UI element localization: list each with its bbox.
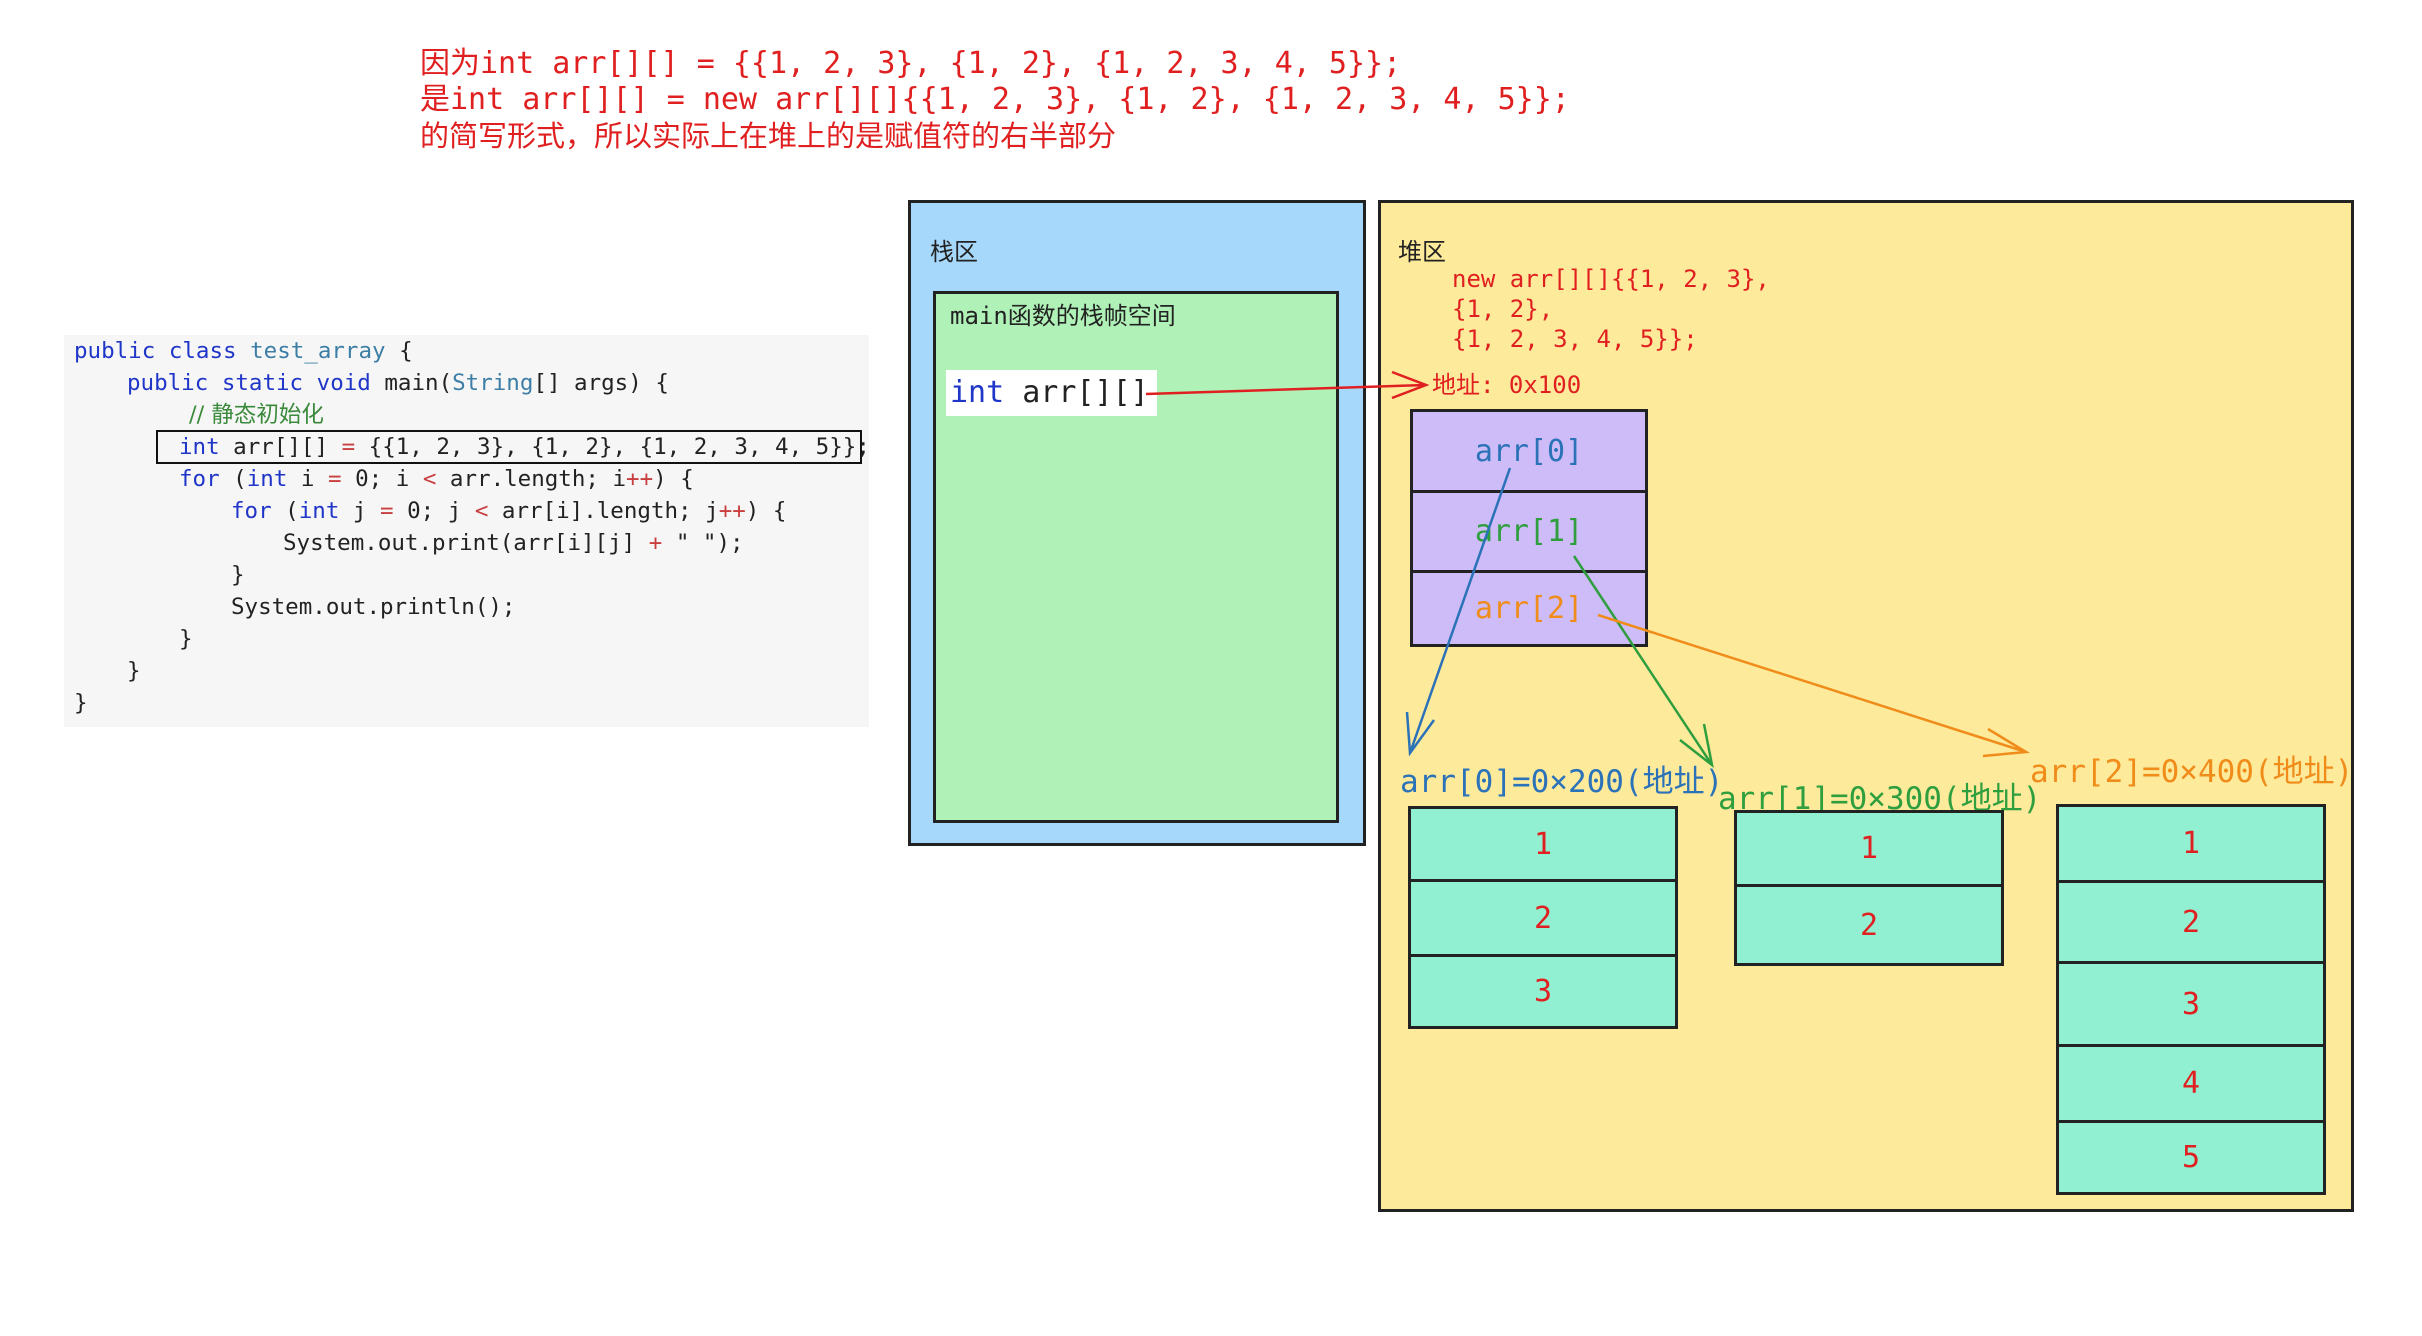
arr1-cell-0: 1 [1734, 810, 2004, 887]
code-line-12: } [74, 690, 88, 716]
arr0-cell-1: 2 [1408, 879, 1678, 957]
stack-variable-arr: int arr[][] [946, 370, 1157, 416]
code-line-1: public class test_array { [74, 338, 413, 364]
arr0-cell-0: 1 [1408, 806, 1678, 882]
ref-cell-0: arr[0] [1410, 409, 1648, 493]
arr2-cell-3: 4 [2056, 1044, 2326, 1123]
heap-expression-line-2: {1, 2}, [1452, 295, 1554, 323]
ref-cell-1: arr[1] [1410, 490, 1648, 573]
code-line-7: System.out.print(arr[i][j] + " "); [283, 530, 744, 556]
note-line-3: 的简写形式，所以实际上在堆上的是赋值符的右半部分 [420, 119, 1117, 153]
sub-array-0-label: arr[0]=0×200(地址) [1400, 764, 1724, 800]
arr2-cell-2: 3 [2056, 961, 2326, 1047]
code-highlight-box [156, 430, 862, 464]
code-line-2: public static void main(String[] args) { [127, 370, 669, 396]
ref-cell-2: arr[2] [1410, 570, 1648, 647]
arr1-cell-1: 2 [1734, 884, 2004, 966]
code-line-9: System.out.println(); [231, 594, 516, 620]
arr0-cell-2: 3 [1408, 954, 1678, 1029]
note-line-1: 因为int arr[][] = {{1, 2, 3}, {1, 2}, {1, … [420, 46, 1402, 81]
code-line-5: for (int i = 0; i < arr.length; i++) { [179, 466, 694, 492]
heap-address-label: 地址: 0x100 [1432, 371, 1582, 399]
code-line-10: } [179, 626, 193, 652]
code-line-3-comment: // 静态初始化 [189, 402, 324, 428]
arr2-cell-4: 5 [2056, 1120, 2326, 1195]
code-line-8: } [231, 562, 245, 588]
heap-expression-line-1: new arr[][]{{1, 2, 3}, [1452, 265, 1770, 293]
sub-array-2-label: arr[2]=0×400(地址) [2030, 754, 2354, 790]
code-line-11: } [127, 658, 141, 684]
code-line-6: for (int j = 0; j < arr[i].length; j++) … [231, 498, 787, 524]
arr2-cell-0: 1 [2056, 804, 2326, 883]
heap-title: 堆区 [1398, 238, 1446, 266]
heap-expression-line-3: {1, 2, 3, 4, 5}}; [1452, 325, 1698, 353]
note-line-2: 是int arr[][] = new arr[][]{{1, 2, 3}, {1… [420, 82, 1570, 117]
stack-frame-title: main函数的栈帧空间 [950, 302, 1176, 330]
stack-title: 栈区 [930, 238, 978, 266]
arr2-cell-1: 2 [2056, 880, 2326, 964]
code-line-4: int arr[][] = {{1, 2, 3}, {1, 2}, {1, 2,… [179, 434, 870, 460]
code-block: public class test_array { public static … [64, 335, 870, 727]
